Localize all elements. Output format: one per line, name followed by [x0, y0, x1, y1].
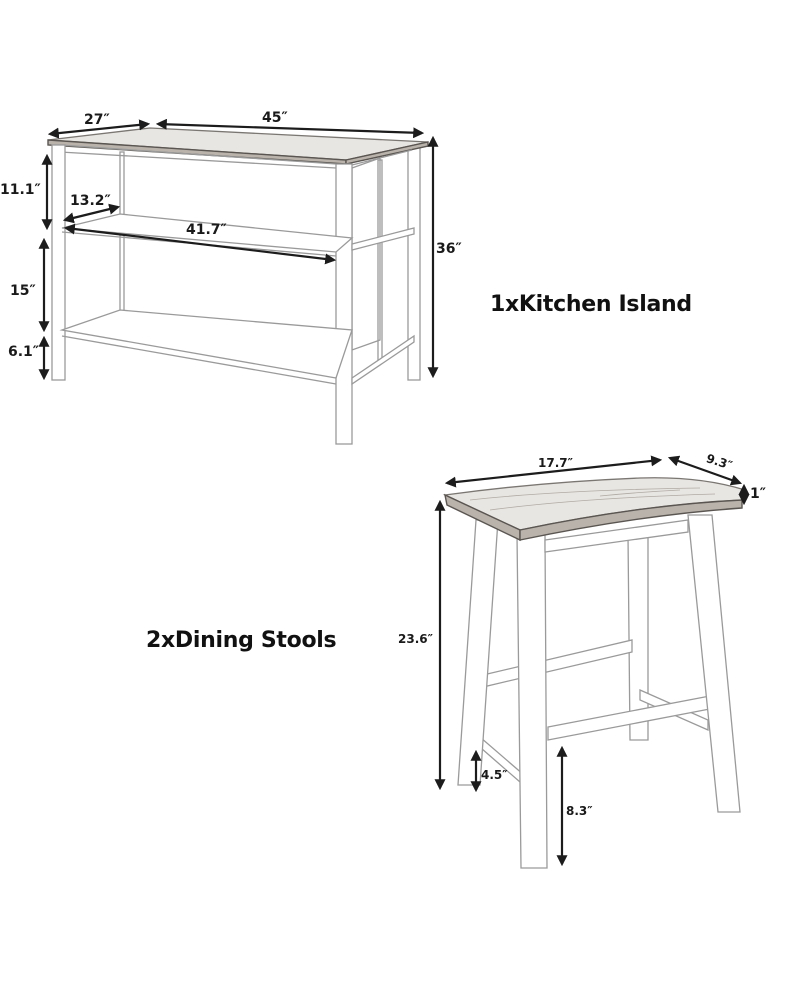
- island-shelf-width-label: 41.7″: [186, 222, 227, 238]
- island-middle-gap-label: 15″: [10, 283, 36, 299]
- dining-stools-title: 2xDining Stools: [146, 628, 337, 653]
- dining-stool-drawing: [442, 477, 746, 869]
- island-bottom-clearance-label: 6.1″: [8, 344, 40, 360]
- stool-height-label: 23.6″: [398, 632, 433, 646]
- dining-stool-dimension-arrows: [434, 455, 750, 867]
- stool-seat-thickness-label: 1″: [750, 486, 766, 502]
- island-height-label: 36″: [436, 241, 462, 257]
- island-depth-label: 27″: [84, 112, 110, 128]
- kitchen-island-title: 1xKitchen Island: [490, 292, 692, 317]
- kitchen-island-drawing: [47, 127, 429, 445]
- kitchen-island-dimension-arrows: [38, 118, 439, 381]
- stool-front-rung-height-label: 8.3″: [566, 804, 593, 818]
- stool-side-rung-height-label: 4.5″: [481, 768, 508, 782]
- island-top-gap-label: 11.1″: [0, 182, 41, 198]
- stool-seat-width-label: 17.7″: [538, 456, 573, 470]
- island-shelf-depth-label: 13.2″: [70, 193, 111, 209]
- island-width-label: 45″: [262, 110, 288, 126]
